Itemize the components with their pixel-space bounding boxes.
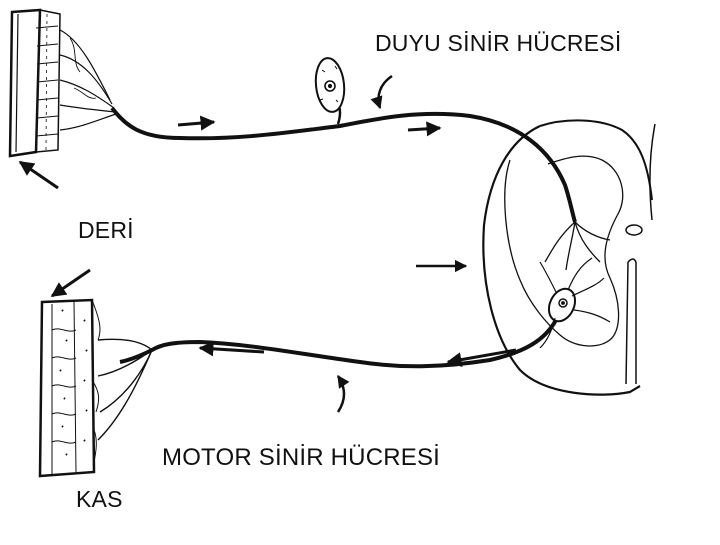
skin-tissue xyxy=(8,8,117,158)
muscle-tissue xyxy=(38,298,101,478)
motor-direction-arrow-2 xyxy=(198,341,265,357)
sensory-direction-arrow-1 xyxy=(177,115,216,131)
motor-pointer-arrow xyxy=(336,374,350,413)
sensory-neuron xyxy=(110,57,611,271)
motor-neuron-label: MOTOR SİNİR HÜCRESİ xyxy=(162,444,441,471)
spinal-cord-section xyxy=(482,119,656,396)
sensory-pointer-arrow xyxy=(370,74,393,110)
skin-label: DERİ xyxy=(78,217,134,243)
motor-neuron xyxy=(97,257,611,441)
motor-direction-arrow-1 xyxy=(446,348,517,368)
stimulus-arrow-skin xyxy=(18,160,59,190)
sensory-neuron-label: DUYU SİNİR HÜCRESİ xyxy=(375,30,622,56)
sensory-direction-arrow-2 xyxy=(407,121,442,137)
muscle-label: KAS xyxy=(76,486,123,512)
response-arrow-muscle xyxy=(50,268,91,298)
